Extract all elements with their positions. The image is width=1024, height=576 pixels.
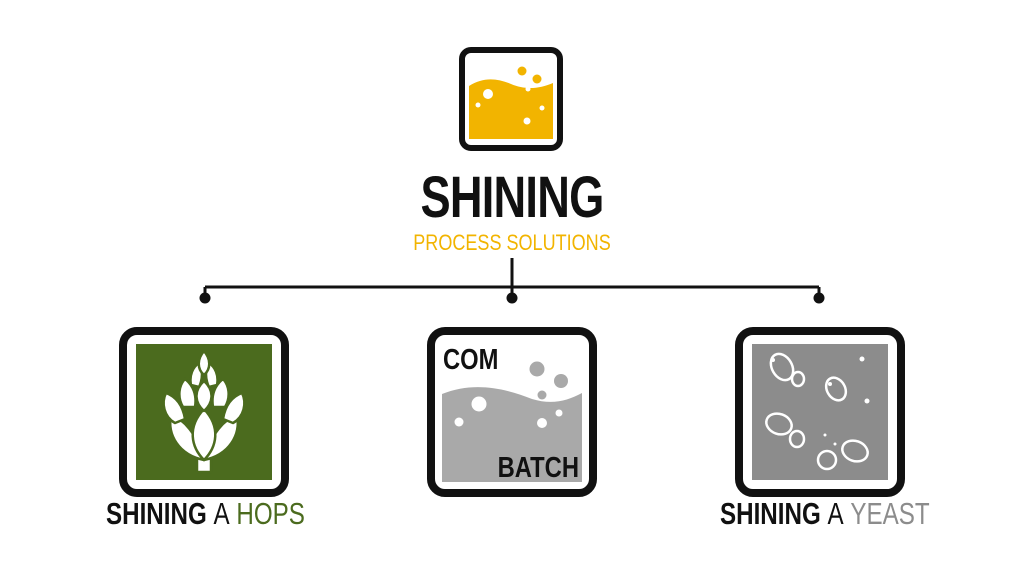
combatch-label-top: COM: [443, 343, 498, 376]
brand-subtitle: PROCESS SOLUTIONS: [413, 230, 611, 255]
caption-hops: SHINING A HOPS: [106, 496, 305, 532]
yeast-bubbles-icon: [735, 327, 905, 497]
caption-yeast-accent: YEAST: [850, 496, 930, 531]
connector-node-right: [813, 292, 825, 304]
caption-yeast: SHINING A YEAST: [720, 496, 930, 532]
caption-hops-main: SHINING: [106, 496, 207, 531]
caption-hops-accent: HOPS: [236, 496, 305, 531]
connector-node-center: [506, 292, 518, 304]
brand-title: SHINING: [420, 165, 604, 230]
combatch-icon: COM BATCH: [427, 327, 597, 497]
caption-hops-mid: A: [213, 496, 230, 531]
caption-yeast-mid: A: [827, 496, 844, 531]
connector-node-left: [199, 292, 211, 304]
connector-lines: [203, 258, 821, 298]
caption-yeast-main: SHINING: [720, 496, 821, 531]
combatch-label-bottom: BATCH: [498, 451, 579, 484]
beer-glass-logo-icon: [459, 47, 563, 151]
hop-cone-icon: [119, 327, 289, 497]
